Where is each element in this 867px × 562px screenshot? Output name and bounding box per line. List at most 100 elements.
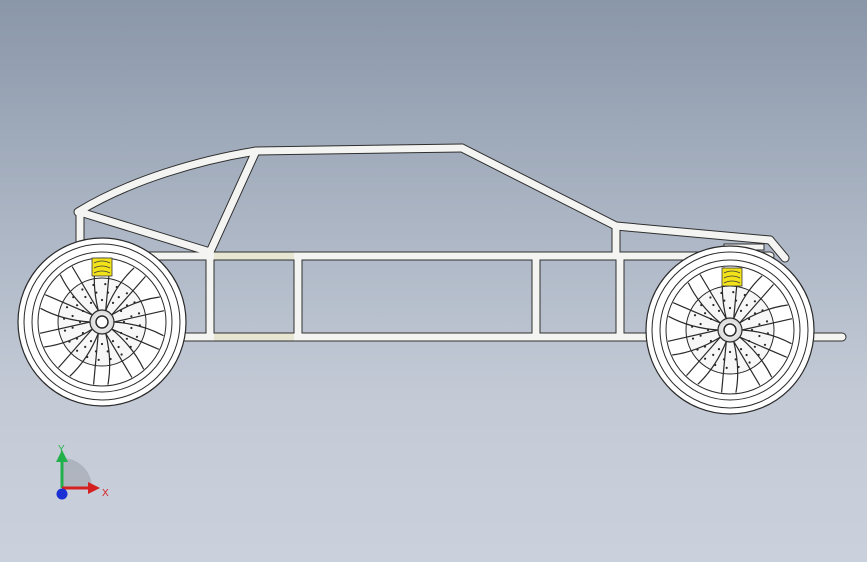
brake-disc-hole [65, 306, 69, 309]
brake-disc-hole [709, 296, 712, 299]
wheel-spoke [739, 336, 788, 358]
wheel-spoke [686, 336, 721, 376]
wheel-spoke [721, 341, 727, 393]
brake-disc-hole [100, 298, 104, 302]
x-axis-arrow-icon [88, 482, 100, 494]
wheel-spoke [105, 267, 135, 311]
brake-disc-hole [111, 301, 115, 304]
wheel-spoke [105, 333, 111, 385]
x-axis-label: X [102, 488, 109, 499]
brake-disc-hole [84, 345, 87, 348]
brake-disc-hole [100, 342, 104, 346]
wheel-spoke [733, 275, 763, 319]
wheel-spoke [699, 274, 727, 319]
brake-disc-hole [734, 358, 737, 361]
brake-disc-hole [117, 296, 120, 299]
wheel-spoke [71, 266, 99, 311]
brake-disc-hole [71, 314, 74, 318]
brake-disc-hole [125, 337, 128, 340]
brake-disc-hole [699, 322, 702, 326]
brake-disc-hole [89, 301, 93, 304]
brake-disc-hole [693, 314, 697, 317]
wheel-spoke [687, 282, 721, 324]
wheel-spoke [113, 321, 164, 337]
brake-disc-hole [725, 366, 728, 369]
brake-disc-hole [732, 291, 735, 294]
brake-disc-hole [728, 306, 732, 310]
wheel-spoke [40, 307, 91, 323]
wheel-spoke [39, 321, 91, 334]
wheel-spoke [105, 333, 133, 378]
wheel-spoke [111, 276, 146, 316]
brake-disc-hole [120, 353, 123, 356]
brake-disc-hole [71, 326, 74, 329]
brake-disc-hole [745, 353, 748, 357]
brake-disc-hole [111, 340, 115, 343]
wheel-spoke [668, 315, 719, 331]
brake-disc-hole [753, 300, 756, 303]
wheel-spoke [111, 296, 160, 316]
wheel-spoke [739, 284, 774, 324]
brake-disc-hole [63, 329, 67, 332]
brake-disc-hole [137, 312, 141, 315]
y-axis-label: Y [58, 444, 65, 455]
brake-disc-hole [748, 361, 751, 364]
wheel-spoke [741, 329, 792, 345]
brake-disc-hole [130, 326, 133, 330]
brake-disc-hole [753, 345, 756, 348]
reference-triad: Y X [56, 444, 109, 500]
brake-disc-hole [691, 337, 695, 340]
wheel-spoke [93, 333, 99, 385]
wheel-spoke [69, 333, 99, 377]
brake-disc-hole [104, 283, 107, 286]
front-wheel [17, 237, 187, 407]
brake-disc-hole [89, 340, 93, 343]
wheel-spoke [113, 310, 165, 323]
wheel-spoke [59, 274, 93, 316]
frame-rail-accents [214, 252, 294, 341]
coil-spring-rear [721, 267, 743, 287]
wheel-spoke [733, 341, 739, 393]
wheel-spoke [44, 328, 93, 348]
brake-disc-hole [97, 358, 100, 361]
wheel-spoke [733, 341, 761, 386]
z-axis-dot-icon [56, 488, 68, 500]
brake-disc-hole [717, 348, 721, 351]
brake-disc-hole [763, 343, 767, 346]
brake-disc-hole [125, 292, 128, 295]
brake-disc-hole [106, 350, 109, 353]
wheel-spoke [58, 328, 93, 368]
brake-disc-hole [758, 334, 761, 338]
spokes-rear [667, 267, 793, 393]
brake-disc-hole [117, 345, 120, 349]
brake-disc-hole [723, 299, 726, 302]
brake-disc-hole [704, 312, 707, 315]
wheel-spoke [741, 318, 793, 331]
brake-disc-hole [699, 334, 702, 337]
brake-disc-hole [704, 357, 707, 360]
brake-disc-hole [84, 295, 87, 299]
brake-disc-hole [728, 350, 732, 354]
wheel-spoke [667, 329, 719, 342]
wheel-spoke [44, 294, 93, 316]
brake-disc-hole [745, 304, 748, 307]
wheel-spoke [111, 328, 160, 350]
brake-disc-hole [76, 349, 79, 352]
wheel-spoke [697, 341, 727, 385]
rear-wheel [645, 245, 815, 415]
brake-disc-hole [712, 303, 715, 307]
brake-disc-hole [130, 315, 133, 318]
brake-disc-hole [135, 335, 139, 338]
wheel-spoke [739, 336, 773, 378]
brake-disc-hole [739, 348, 743, 351]
brake-disc-hole [712, 353, 715, 356]
brake-disc-hole [765, 320, 769, 323]
y-axis-arrow-icon [56, 450, 68, 462]
brake-disc-hole [95, 291, 98, 294]
wheel-spoke [672, 302, 721, 324]
wheel-spoke [672, 336, 721, 356]
brake-disc-hole [758, 323, 761, 326]
brake-disc-hole [717, 309, 721, 312]
